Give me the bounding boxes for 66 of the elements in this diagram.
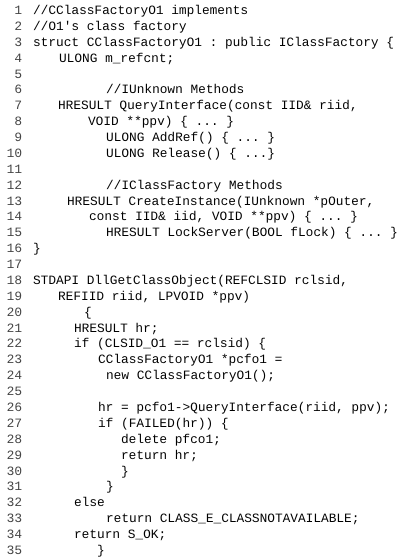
code-line: delete pfco1; xyxy=(121,432,221,448)
code-line: //IUnknown Methods xyxy=(106,82,244,98)
line-number: 28 xyxy=(6,432,22,448)
code-line: return hr; xyxy=(121,448,198,464)
code-line: ULONG m_refcnt; xyxy=(59,50,174,66)
line-number: 22 xyxy=(6,336,22,352)
code-line: VOID **ppv) { ... } xyxy=(88,114,234,130)
line-number: 16 xyxy=(6,241,22,258)
code-line: { xyxy=(84,304,92,321)
code-line: HRESULT LockServer(BOOL fLock) { ... } xyxy=(106,225,398,242)
code-line: //CClassFactoryO1 implements xyxy=(33,3,248,19)
code-line: new CClassFactoryO1(); xyxy=(106,368,275,384)
line-number: 3 xyxy=(13,34,22,51)
code-line: } xyxy=(97,542,105,559)
code-line: if (FAILED(hr)) { xyxy=(98,416,229,432)
line-number: 2 xyxy=(13,18,22,35)
line-number: 29 xyxy=(6,448,22,464)
line-number: 34 xyxy=(6,527,22,543)
line-number: 15 xyxy=(6,225,22,242)
line-number: 12 xyxy=(6,178,22,194)
code-line: //IClassFactory Methods xyxy=(106,178,283,194)
code-line: ULONG Release() { ...} xyxy=(106,146,275,162)
line-number: 19 xyxy=(6,288,22,305)
line-number: 5 xyxy=(13,66,22,82)
code-line: return CLASS_E_CLASSNOTAVAILABLE; xyxy=(106,511,360,528)
code-line: HRESULT hr; xyxy=(74,320,158,336)
line-number: 13 xyxy=(6,194,22,210)
line-number: 7 xyxy=(13,98,22,114)
line-number: 35 xyxy=(6,542,22,559)
line-number: 17 xyxy=(6,257,22,273)
code-line: } xyxy=(121,464,129,480)
code-line: } xyxy=(106,479,114,496)
line-number: 1 xyxy=(13,3,22,19)
line-number: 10 xyxy=(6,146,22,162)
line-number: 24 xyxy=(6,368,22,384)
line-number: 14 xyxy=(6,209,22,226)
code-line: HRESULT CreateInstance(IUnknown *pOuter, xyxy=(67,194,374,210)
line-number: 26 xyxy=(6,400,22,416)
code-line: //O1's class factory xyxy=(33,18,187,35)
line-number: 27 xyxy=(6,416,22,432)
code-line: return S_OK; xyxy=(74,527,166,543)
code-line: STDAPI DllGetClassObject(REFCLSID rclsid, xyxy=(33,272,348,289)
line-number: 20 xyxy=(6,304,22,321)
code-line: struct CClassFactoryO1 : public IClassFactory { xyxy=(33,34,394,51)
code-line: CClassFactoryO1 *pcfo1 = xyxy=(98,352,282,368)
line-number: 11 xyxy=(6,162,22,178)
line-number: 6 xyxy=(13,82,22,98)
code-line: } xyxy=(33,241,41,258)
code-line: const IID& iid, VOID **ppv) { ... } xyxy=(89,209,358,226)
line-number: 9 xyxy=(13,130,22,146)
code-line: ULONG AddRef() { ... } xyxy=(106,130,275,146)
line-number: 25 xyxy=(6,384,22,400)
code-line: hr = pcfo1->QueryInterface(riid, ppv); xyxy=(98,400,390,416)
code-line: else xyxy=(74,495,105,512)
code-line: REFIID riid, LPVOID *ppv) xyxy=(58,288,250,305)
code-line: if (CLSID_O1 == rclsid) { xyxy=(74,336,266,352)
line-number: 4 xyxy=(13,50,22,66)
line-number: 32 xyxy=(6,495,22,512)
line-number: 31 xyxy=(6,479,22,496)
line-number: 30 xyxy=(6,464,22,480)
line-number: 21 xyxy=(6,320,22,336)
code-line: HRESULT QueryInterface(const IID& riid, xyxy=(58,98,358,114)
line-number: 33 xyxy=(6,511,22,528)
line-number: 23 xyxy=(6,352,22,368)
line-number: 18 xyxy=(6,272,22,289)
line-number: 8 xyxy=(13,114,22,130)
